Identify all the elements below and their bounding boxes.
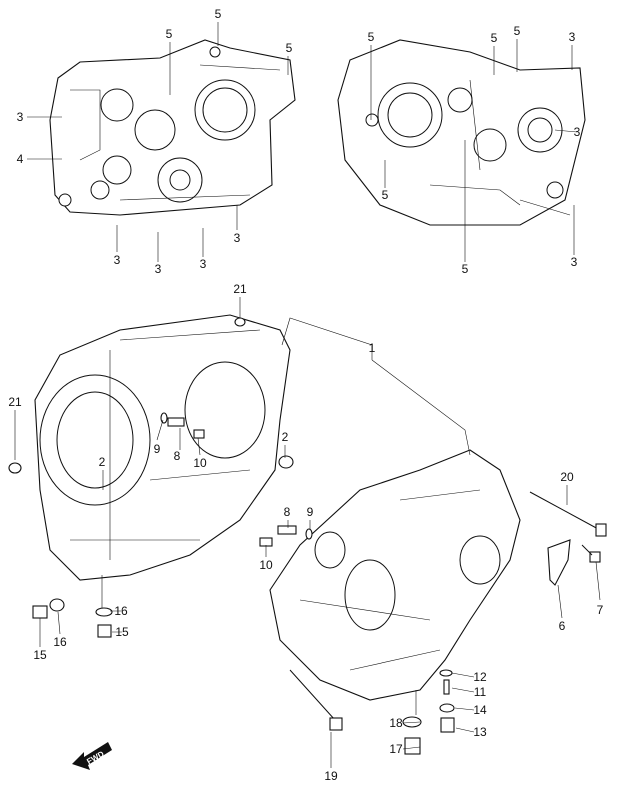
callout-18: 18 (389, 716, 403, 730)
crankcase-left-inner-view (49, 39, 296, 216)
callout-5: 5 (382, 188, 389, 202)
callout-20: 20 (560, 470, 574, 484)
callout-5: 5 (514, 24, 521, 38)
callout-19: 19 (324, 769, 338, 783)
callout-5: 5 (368, 30, 375, 44)
leader-lines (14, 22, 601, 768)
crankcase-left-outer (8, 314, 291, 581)
callout-3: 3 (114, 253, 121, 267)
callout-15: 15 (115, 625, 129, 639)
callout-5: 5 (491, 31, 498, 45)
callout-8: 8 (174, 449, 181, 463)
callout-6: 6 (559, 619, 566, 633)
callout-2: 2 (282, 430, 289, 444)
callout-1: 1 (369, 341, 376, 355)
crankcase-right-outer (269, 449, 521, 701)
callout-17: 17 (389, 742, 403, 756)
callout-10: 10 (259, 558, 273, 572)
callout-13: 13 (473, 725, 487, 739)
callout-3: 3 (234, 231, 241, 245)
bolts-and-washers (32, 412, 607, 755)
fwd-arrow-icon: FWD (72, 742, 112, 770)
callout-15: 15 (33, 648, 47, 662)
callout-11: 11 (474, 685, 487, 699)
callout-5: 5 (166, 27, 173, 41)
callout-12: 12 (473, 670, 487, 684)
callout-5: 5 (462, 262, 469, 276)
callout-2: 2 (99, 455, 106, 469)
callout-5: 5 (215, 7, 222, 21)
callout-8: 8 (284, 505, 291, 519)
callout-16: 16 (114, 604, 128, 618)
callout-3: 3 (569, 30, 576, 44)
callout-5: 5 (286, 41, 293, 55)
callout-16: 16 (53, 635, 67, 649)
callout-14: 14 (473, 703, 487, 717)
callout-3: 3 (17, 110, 24, 124)
callout-9: 9 (154, 442, 161, 456)
callout-3: 3 (571, 255, 578, 269)
callout-4: 4 (17, 152, 24, 166)
callout-10: 10 (193, 456, 207, 470)
callout-9: 9 (307, 505, 314, 519)
callout-7: 7 (597, 603, 604, 617)
callout-21: 21 (233, 282, 247, 296)
callout-3: 3 (155, 262, 162, 276)
callout-3: 3 (574, 125, 581, 139)
crankcase-right-inner-view (337, 39, 586, 226)
callout-21: 21 (8, 395, 22, 409)
callout-3: 3 (200, 257, 207, 271)
